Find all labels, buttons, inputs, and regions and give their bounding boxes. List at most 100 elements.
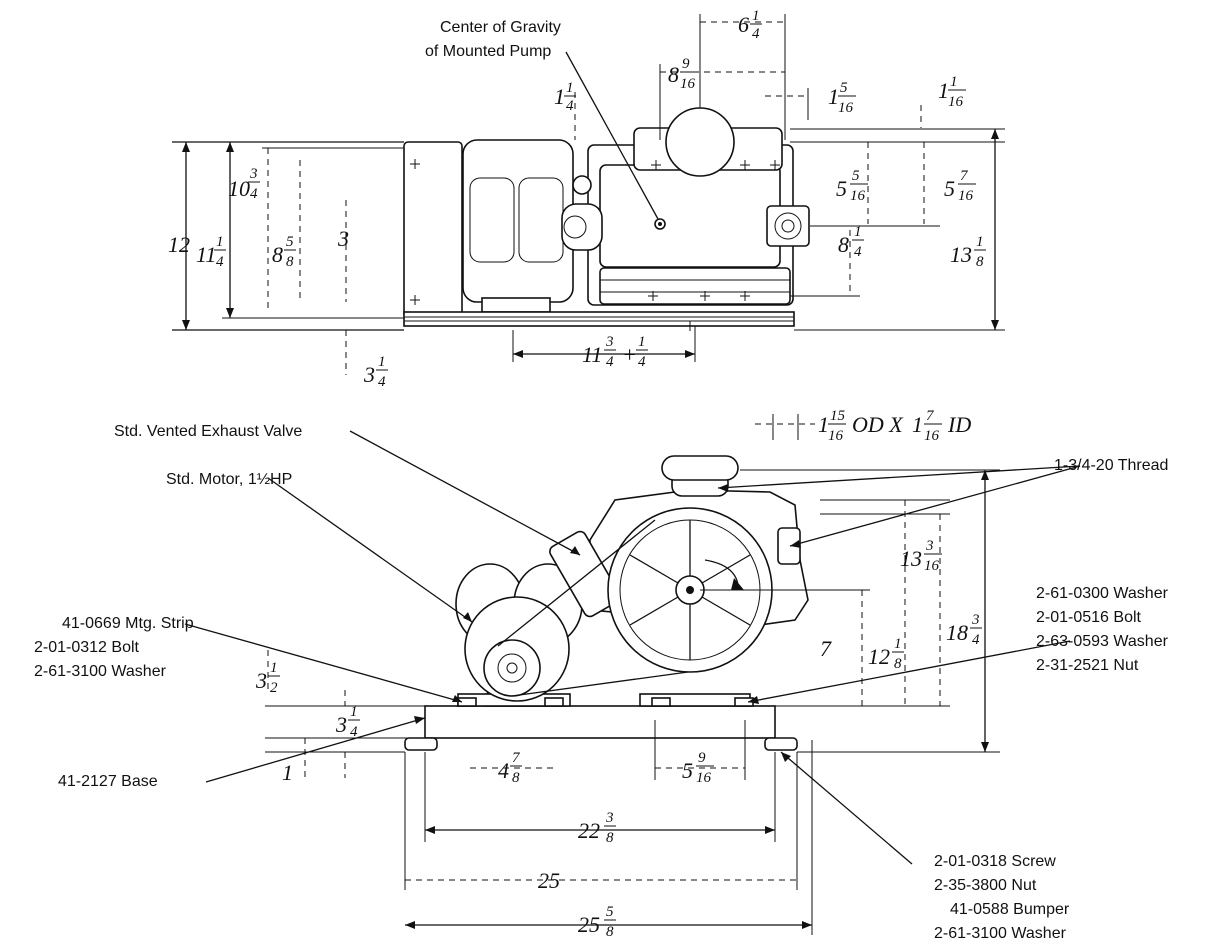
leader-screw — [780, 751, 913, 865]
dim-11-3-4: 11 3 4 — [582, 334, 616, 370]
svg-text:16: 16 — [828, 428, 844, 444]
label-thread: 1-3/4-20 Thread — [1054, 457, 1168, 474]
cg-leader — [565, 51, 659, 220]
dim-8-9-16: 8 9 16 — [668, 56, 698, 92]
side-belt-bottom — [511, 671, 689, 697]
dim-3-1-4-side: 3 1 4 — [335, 704, 360, 740]
svg-text:7: 7 — [512, 750, 521, 766]
side-motor-pulley-inner — [497, 653, 527, 683]
side-bolt-pump-left — [651, 697, 671, 707]
svg-text:12: 12 — [868, 644, 890, 669]
svg-text:7: 7 — [960, 168, 969, 184]
side-bolt-mid — [544, 697, 564, 707]
svg-text:8: 8 — [606, 830, 614, 846]
label-nut-bottom: 2-35-3800 Nut — [934, 877, 1037, 894]
svg-text:15: 15 — [830, 408, 846, 424]
svg-text:25: 25 — [578, 912, 600, 937]
top-pulley — [599, 267, 791, 305]
svg-text:4: 4 — [752, 26, 760, 42]
top-motor-end-plate — [403, 141, 463, 319]
dim-8-1-4: 8 1 4 — [838, 224, 864, 260]
svg-text:16: 16 — [924, 558, 940, 574]
center-of-gravity-dot — [658, 222, 662, 226]
side-pump — [457, 455, 809, 707]
leader-thread-1 — [717, 465, 1081, 489]
top-inlet-port — [563, 215, 587, 239]
svg-text:16: 16 — [680, 76, 696, 92]
top-hex-port-inner — [781, 219, 795, 233]
svg-text:16: 16 — [838, 100, 854, 116]
svg-text:4: 4 — [498, 758, 509, 783]
svg-text:4: 4 — [638, 354, 646, 370]
side-base-plate — [424, 705, 776, 739]
svg-text:6: 6 — [738, 12, 749, 37]
svg-text:9: 9 — [698, 750, 706, 766]
svg-text:7: 7 — [820, 636, 832, 661]
svg-text:9: 9 — [682, 56, 690, 72]
label-cg-2: of Mounted Pump — [425, 43, 551, 60]
side-rotation-arrowhead — [731, 578, 744, 590]
leader-motor — [267, 477, 473, 623]
svg-text:1: 1 — [976, 234, 984, 250]
top-exhaust-cap — [665, 107, 735, 177]
svg-text:1: 1 — [270, 660, 278, 676]
svg-text:4: 4 — [216, 254, 224, 270]
svg-text:3: 3 — [363, 362, 375, 387]
svg-text:16: 16 — [958, 188, 974, 204]
dim-12: 12 — [168, 232, 190, 257]
side-flywheel-shaft — [686, 586, 694, 594]
svg-text:3: 3 — [605, 810, 614, 826]
svg-text:1: 1 — [378, 354, 386, 370]
label-washer-right-1: 2-61-0300 Washer — [1036, 585, 1169, 602]
svg-text:7: 7 — [926, 408, 935, 424]
svg-text:1: 1 — [282, 760, 293, 785]
svg-text:13: 13 — [900, 546, 922, 571]
svg-text:OD X: OD X — [852, 412, 904, 437]
label-washer-bottom: 2-61-3100 Washer — [934, 925, 1067, 942]
label-bolt-right: 2-01-0516 Bolt — [1036, 609, 1142, 626]
svg-text:1: 1 — [216, 234, 224, 250]
svg-text:5: 5 — [682, 758, 693, 783]
dim-3: 3 — [337, 226, 349, 251]
side-motor-pulley-outer — [483, 639, 541, 697]
svg-text:10: 10 — [228, 176, 250, 201]
top-knob — [572, 175, 592, 195]
svg-text:1: 1 — [818, 412, 829, 437]
dim-1-1-16: 1 1 16 — [938, 74, 966, 110]
label-exhaust-valve: Std. Vented Exhaust Valve — [114, 423, 302, 440]
svg-text:5: 5 — [840, 80, 848, 96]
svg-text:8: 8 — [512, 770, 520, 786]
svg-text:8: 8 — [894, 656, 902, 672]
top-inlet-fitting — [561, 203, 603, 251]
svg-text:8: 8 — [976, 254, 984, 270]
svg-text:1: 1 — [554, 84, 565, 109]
label-nut-right: 2-31-2521 Nut — [1036, 657, 1139, 674]
svg-text:12: 12 — [168, 232, 190, 257]
svg-text:3: 3 — [337, 226, 349, 251]
svg-text:3: 3 — [925, 538, 934, 554]
svg-text:11: 11 — [582, 342, 602, 367]
top-view — [403, 107, 810, 331]
svg-text:5: 5 — [836, 176, 847, 201]
top-crosses — [410, 159, 780, 331]
svg-text:8: 8 — [286, 254, 294, 270]
dim-10-3-4: 10 3 4 — [228, 166, 260, 202]
svg-text:1: 1 — [566, 80, 574, 96]
top-hex-fitting — [766, 205, 810, 247]
svg-text:5: 5 — [944, 176, 955, 201]
dim-plus-1-4: + 1 4 — [622, 334, 648, 370]
side-belt-top — [497, 519, 656, 647]
side-exhaust-valve — [549, 530, 621, 618]
leader-right-washer — [747, 640, 1071, 703]
label-motor: Std. Motor, 1½HP — [166, 471, 292, 488]
dim-5-7-16: 5 7 16 — [944, 168, 976, 204]
leader-exhaust-valve — [349, 430, 581, 556]
svg-text:18: 18 — [946, 620, 968, 645]
svg-text:+: + — [622, 342, 637, 367]
dim-25-5-8: 25 5 8 — [578, 904, 616, 940]
dim-22-3-8: 22 3 8 — [578, 810, 616, 846]
svg-text:16: 16 — [924, 428, 940, 444]
dim-8-5-8: 8 5 8 — [272, 234, 296, 270]
dim-18-3-4: 18 3 4 — [946, 612, 982, 648]
svg-text:1: 1 — [950, 74, 958, 90]
